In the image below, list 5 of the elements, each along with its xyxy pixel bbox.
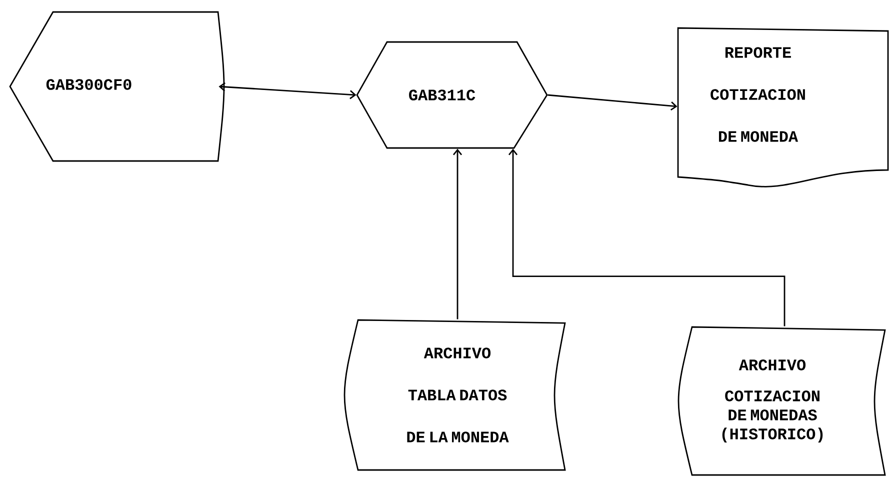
process-hexagon: GAB311C bbox=[356, 41, 548, 149]
arrow bbox=[452, 148, 462, 320]
arrow bbox=[548, 94, 678, 111]
arrow bbox=[508, 148, 786, 326]
arrow bbox=[218, 82, 356, 100]
